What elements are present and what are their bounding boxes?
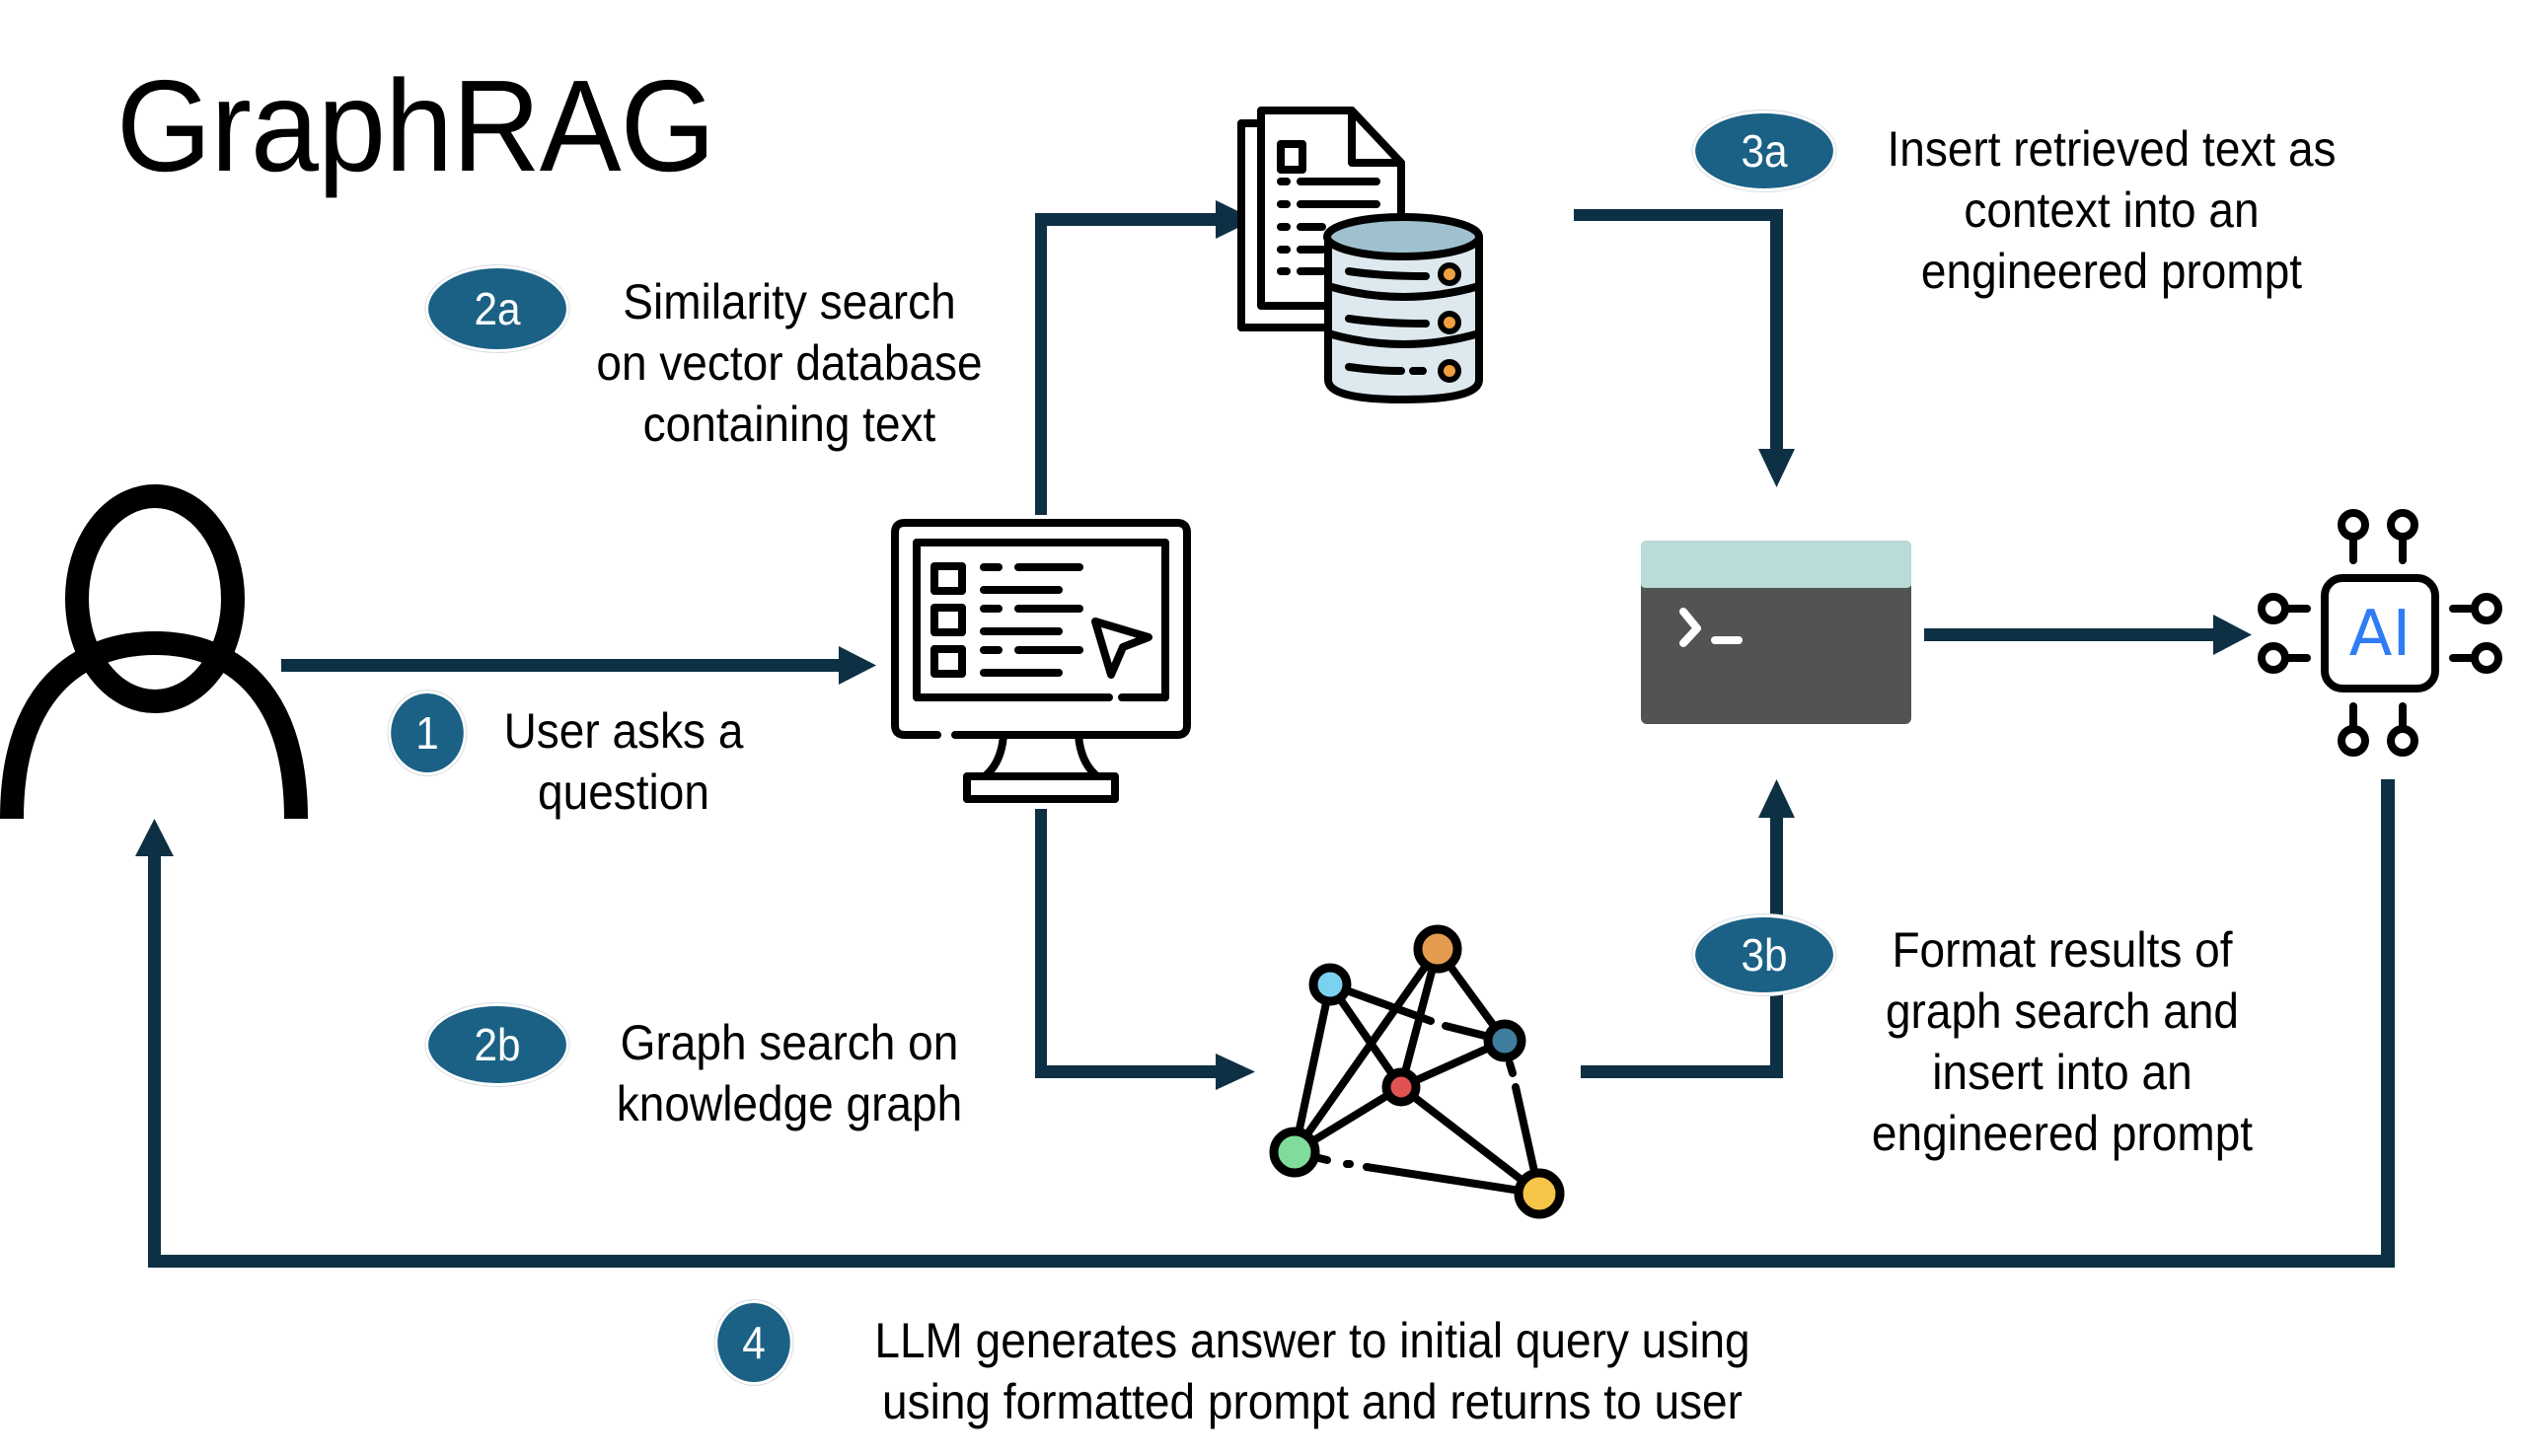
arrow-user-to-app: [281, 646, 876, 685]
knowledge-graph-icon: [1269, 924, 1565, 1219]
step-badge-2a: 2a: [428, 268, 566, 349]
arrow-llm-to-user: [135, 779, 2395, 1268]
ai-chip-icon: AI: [2258, 509, 2502, 757]
graph-node: [1269, 1127, 1320, 1178]
graph-node: [1308, 963, 1352, 1006]
step-label-2a: Similarity search on vector database con…: [596, 274, 983, 452]
arrow-app-to-graph: [1035, 809, 1255, 1090]
graph-node: [1413, 924, 1462, 974]
terminal-icon: [1641, 541, 1911, 724]
step-label-1: User asks a question: [503, 703, 744, 820]
step-label-2b: Graph search on knowledge graph: [616, 1015, 963, 1131]
graph-node: [1483, 1019, 1526, 1062]
step-badge-1: 1: [391, 693, 464, 772]
arrow-prompt-to-llm: [1924, 615, 2252, 655]
step-badge-3a: 3a: [1695, 113, 1833, 188]
document-database-icon: [1237, 107, 1483, 403]
graph-node: [1381, 1067, 1421, 1107]
step-badge-2b: 2b: [428, 1006, 566, 1083]
ai-chip-label: AI: [2349, 598, 2412, 671]
arrow-app-to-vector-db: [1035, 200, 1255, 515]
step-label-3a: Insert retrieved text as context into an…: [1887, 121, 2337, 299]
arrow-vector-db-to-prompt: [1574, 209, 1795, 487]
step-badge-4: 4: [717, 1303, 790, 1382]
computer-monitor-icon: [891, 519, 1191, 803]
step-label-4: LLM generates answer to initial query us…: [874, 1313, 1750, 1429]
step-label-3b: Format results of graph search and inser…: [1871, 922, 2254, 1161]
step-badge-3b: 3b: [1695, 917, 1833, 992]
graph-node: [1514, 1168, 1565, 1219]
user-icon: [0, 484, 308, 820]
diagram-title: GraphRAG: [116, 53, 715, 198]
